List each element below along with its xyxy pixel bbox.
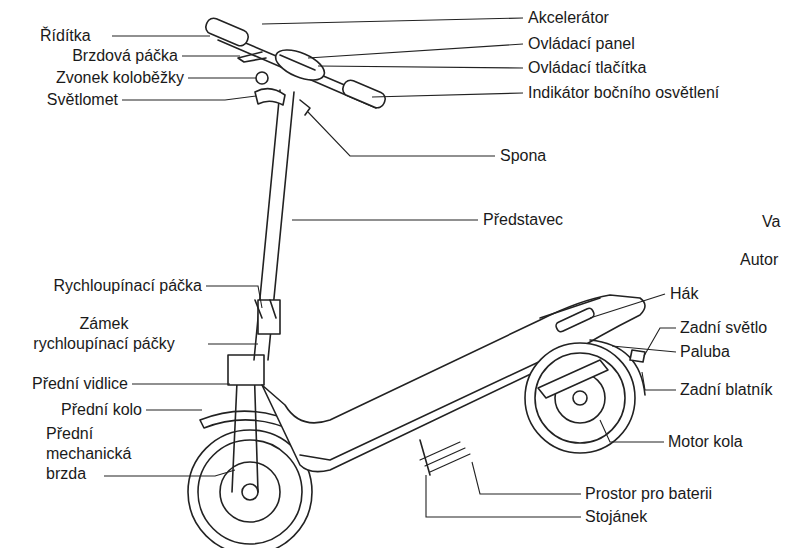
part-label: Přední kolo <box>61 400 142 420</box>
part-label: Zámek rychloupínací páčky <box>33 314 174 354</box>
part-label: Spona <box>500 146 546 166</box>
part-label: Zvonek koloběžky <box>56 68 184 88</box>
part-label: Přední mechanická brzda <box>46 424 131 484</box>
part-label: Rychloupínací páčka <box>53 276 202 296</box>
part-label: Představec <box>483 210 563 230</box>
part-label: Zadní blatník <box>680 380 773 400</box>
part-label: Paluba <box>680 342 730 362</box>
part-label: Prostor pro baterii <box>585 484 712 504</box>
part-label: Brzdová páčka <box>72 46 178 66</box>
part-label: Va <box>762 212 780 232</box>
part-label: Řídítka <box>40 26 91 46</box>
part-label: Akcelerátor <box>528 8 609 28</box>
part-label: Motor kola <box>668 432 743 452</box>
part-label: Stojánek <box>585 507 647 527</box>
part-label: Autor <box>740 250 778 270</box>
part-label: Ovládací panel <box>528 34 635 54</box>
part-label: Světlomet <box>47 90 118 110</box>
part-label: Přední vidlice <box>32 374 128 394</box>
part-label: Zadní světlo <box>680 318 767 338</box>
part-label: Ovládací tlačítka <box>528 58 646 78</box>
part-label: Hák <box>670 284 698 304</box>
part-label: Indikátor bočního osvětlení <box>528 83 719 103</box>
